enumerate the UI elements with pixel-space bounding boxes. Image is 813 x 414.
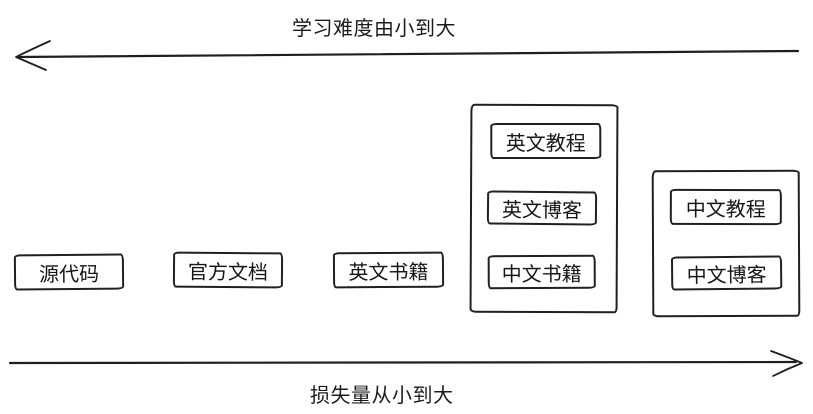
difficulty-axis-label: 学习难度由小到大 — [292, 18, 456, 40]
box-english-blogs: 英文博客 — [486, 190, 598, 226]
box-label: 源代码 — [38, 263, 100, 286]
box-label: 中文教程 — [685, 198, 766, 221]
box-label: 中文博客 — [686, 264, 767, 287]
arrow-left-icon — [15, 40, 800, 71]
group-box-2: 中文教程 中文博客 — [651, 169, 801, 318]
loss-axis-label: 损失量从小到大 — [310, 385, 454, 407]
box-official-docs: 官方文档 — [172, 251, 284, 289]
box-source-code: 源代码 — [13, 253, 125, 291]
box-english-books: 英文书籍 — [332, 251, 445, 289]
box-chinese-books: 中文书籍 — [487, 254, 596, 290]
box-chinese-tutorials: 中文教程 — [669, 188, 782, 226]
box-label: 英文博客 — [501, 199, 583, 222]
arrow-right-icon — [8, 350, 803, 377]
box-label: 英文书籍 — [348, 261, 429, 284]
box-english-tutorials: 英文教程 — [490, 123, 602, 160]
box-label: 官方文档 — [187, 261, 269, 284]
group-box-1: 英文教程 英文博客 中文书籍 — [469, 103, 619, 314]
box-label: 中文书籍 — [501, 263, 582, 286]
box-chinese-blogs: 中文博客 — [670, 255, 783, 291]
box-label: 英文教程 — [505, 132, 586, 155]
